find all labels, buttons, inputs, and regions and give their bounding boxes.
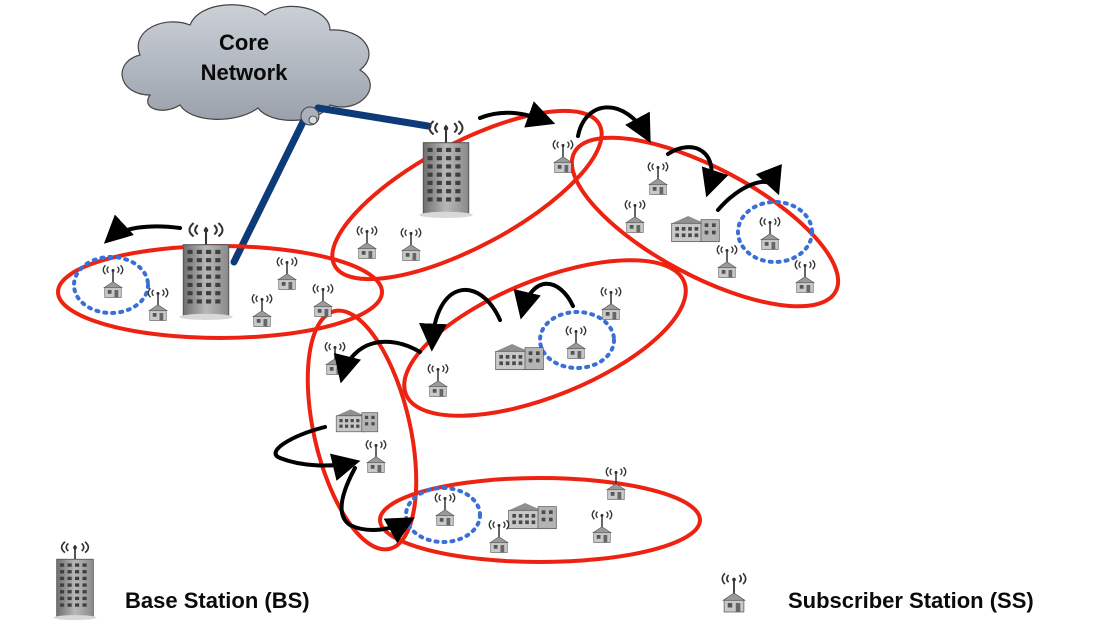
cloud-label-core: Core bbox=[219, 30, 269, 55]
backhaul-link-top bbox=[314, 104, 432, 130]
mobile-range-right bbox=[736, 200, 814, 264]
legend: Base Station (BS) Subscriber Station (SS… bbox=[52, 540, 1034, 621]
subscriber-station bbox=[365, 440, 387, 474]
relay-station-vertical bbox=[335, 408, 379, 433]
backhaul-link-left bbox=[230, 118, 307, 266]
relay-station-middle bbox=[495, 343, 544, 371]
subscriber-station bbox=[600, 287, 622, 321]
subscriber-station bbox=[102, 265, 124, 299]
arrow-top-1 bbox=[478, 101, 556, 128]
legend-subscriber-station-icon bbox=[721, 572, 747, 614]
subscriber-station bbox=[647, 162, 669, 196]
mobile-range-bottom bbox=[404, 486, 482, 544]
subscriber-station bbox=[276, 257, 298, 291]
subscriber-station bbox=[312, 284, 334, 318]
arrow-bs-left bbox=[103, 214, 182, 244]
base-station-top bbox=[418, 120, 474, 218]
base-station-left bbox=[178, 222, 234, 320]
cloud-label-network: Network bbox=[201, 60, 289, 85]
cell-vertical bbox=[305, 308, 419, 552]
cell-middle bbox=[402, 258, 688, 418]
relay-arrows bbox=[103, 101, 782, 544]
core-network-cloud: Core Network bbox=[121, 4, 371, 121]
cell-right bbox=[569, 135, 841, 309]
arrow-bottom bbox=[339, 466, 415, 544]
backhaul-links bbox=[230, 104, 432, 266]
subscriber-station bbox=[147, 288, 169, 322]
subscriber-station bbox=[434, 493, 456, 527]
subscriber-station bbox=[794, 260, 816, 294]
relay-station-right bbox=[671, 215, 720, 243]
legend-subscriber-station-label: Subscriber Station (SS) bbox=[788, 588, 1034, 613]
subscriber-station bbox=[716, 245, 738, 279]
mobile-ranges bbox=[72, 200, 814, 544]
mobile-range-middle bbox=[538, 310, 616, 370]
subscriber-station bbox=[251, 294, 273, 328]
subscriber-station bbox=[488, 520, 510, 554]
subscriber-station bbox=[427, 364, 449, 398]
mobile-range-left bbox=[72, 255, 150, 315]
subscriber-station bbox=[565, 326, 587, 360]
arrow-top-2 bbox=[576, 105, 651, 143]
arrow-right-2 bbox=[716, 164, 782, 212]
arrow-right-1 bbox=[666, 145, 729, 198]
relay-station-bottom bbox=[508, 502, 557, 530]
router-icon bbox=[300, 106, 320, 126]
subscriber-station bbox=[400, 228, 422, 262]
cell-bottom bbox=[378, 476, 702, 564]
subscriber-station bbox=[324, 342, 346, 376]
subscriber-station bbox=[356, 226, 378, 260]
subscriber-station bbox=[759, 217, 781, 251]
legend-base-station-icon bbox=[52, 540, 98, 621]
subscriber-station bbox=[552, 140, 574, 174]
arrow-mid-1 bbox=[513, 281, 575, 320]
arrow-mid-2 bbox=[419, 288, 502, 352]
arrow-mid-3 bbox=[333, 339, 422, 384]
subscriber-station bbox=[624, 200, 646, 234]
legend-base-station-label: Base Station (BS) bbox=[125, 588, 310, 613]
subscriber-station bbox=[591, 510, 613, 544]
arrow-vertical bbox=[273, 425, 361, 481]
